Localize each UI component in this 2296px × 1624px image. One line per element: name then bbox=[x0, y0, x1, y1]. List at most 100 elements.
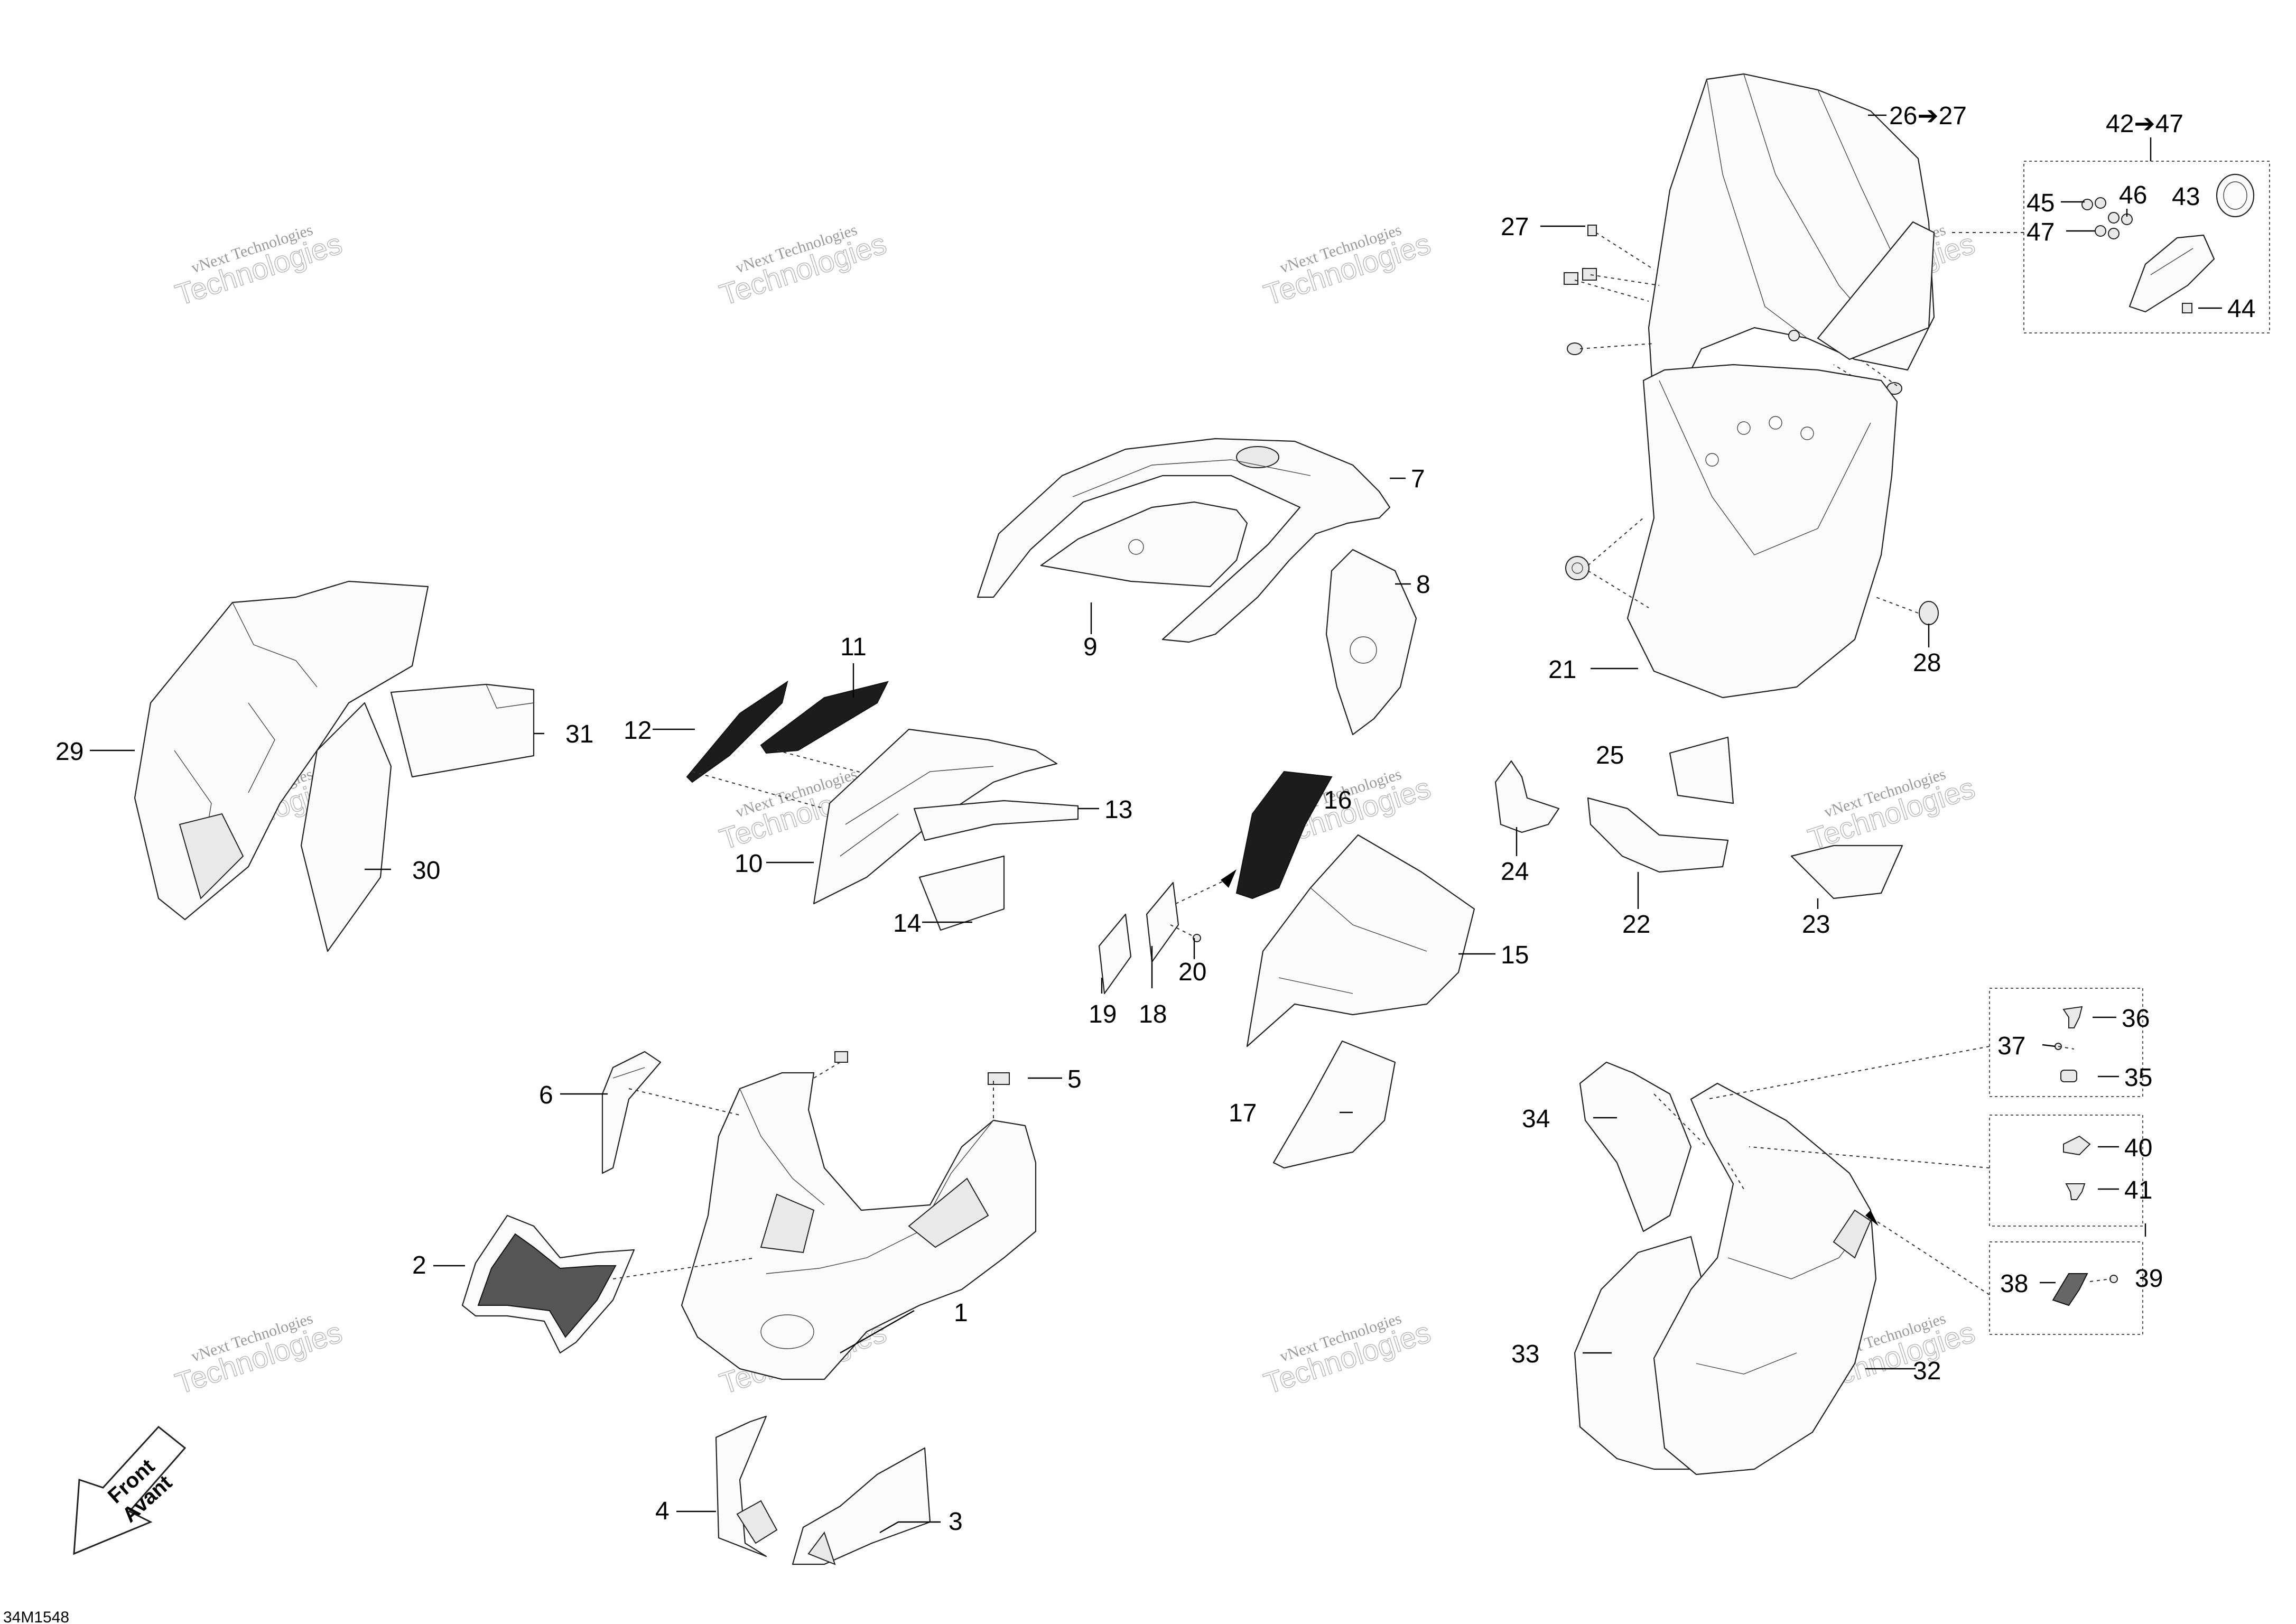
callout-24: 24 bbox=[1501, 858, 1529, 886]
callout-45: 45 bbox=[2027, 189, 2055, 217]
part-3-lower-cover bbox=[792, 1447, 931, 1565]
callout-34: 34 bbox=[1522, 1105, 1550, 1133]
callout-21: 21 bbox=[1548, 656, 1576, 684]
callout-22: 22 bbox=[1622, 911, 1650, 939]
callout-33: 33 bbox=[1511, 1340, 1539, 1368]
part-26-windshield bbox=[1648, 73, 1935, 434]
part-20-rivet bbox=[1193, 934, 1201, 942]
callout-37: 37 bbox=[1997, 1032, 2025, 1060]
front-direction-arrow: Front Avant bbox=[73, 1425, 187, 1555]
callout-5: 5 bbox=[1067, 1065, 1082, 1093]
part-18-plate bbox=[1146, 881, 1179, 963]
part-9-console-liner bbox=[1040, 501, 1248, 588]
fastener-box-38-39 bbox=[1989, 1241, 2143, 1335]
callout-6: 6 bbox=[539, 1081, 553, 1109]
callout-1: 1 bbox=[954, 1299, 968, 1327]
callout-15: 15 bbox=[1501, 941, 1529, 969]
part-5-fasteners bbox=[834, 1051, 1010, 1085]
fastener-box-35-37 bbox=[1989, 988, 2143, 1097]
part-29-side-panel bbox=[134, 580, 429, 921]
part-23-corner-pad bbox=[1790, 845, 1903, 899]
part-40-clip bbox=[2063, 1135, 2091, 1156]
callout-layer: 1 2 3 4 5 6 7 8 9 10 11 12 13 14 15 16 1… bbox=[55, 102, 2255, 1536]
callout-29: 29 bbox=[55, 738, 83, 766]
part-13-trim-strip bbox=[913, 800, 1079, 841]
callout-25: 25 bbox=[1596, 741, 1624, 769]
part-7-top-console bbox=[977, 438, 1391, 643]
arrow-to-part-32 bbox=[1865, 1210, 1879, 1226]
part-39-rivet bbox=[2109, 1275, 2118, 1283]
part-1-front-nose bbox=[681, 1072, 1037, 1380]
part-34-side-bracket bbox=[1579, 1061, 1692, 1232]
callout-12: 12 bbox=[624, 717, 652, 745]
part-41-screw bbox=[2065, 1183, 2086, 1200]
part-14-foam-strip bbox=[918, 855, 1005, 931]
part-25-pad bbox=[1669, 736, 1734, 804]
part-35-nut bbox=[2060, 1070, 2077, 1082]
arrow-to-part-16 bbox=[1221, 869, 1237, 888]
callout-26-27: 26➔27 bbox=[1889, 102, 1967, 130]
part-32-front-side-cowl bbox=[1653, 1082, 1877, 1475]
callout-28: 28 bbox=[1913, 649, 1941, 677]
part-11-mesh-vent bbox=[760, 681, 889, 754]
part-16-mesh-grille bbox=[1235, 771, 1333, 899]
drawing-reference: 34M1548 bbox=[3, 1609, 69, 1624]
callout-32: 32 bbox=[1913, 1357, 1941, 1385]
callout-46: 46 bbox=[2119, 181, 2147, 209]
callout-42-47: 42➔47 bbox=[2106, 110, 2183, 138]
callout-31: 31 bbox=[565, 720, 593, 748]
part-15-lower-shroud bbox=[1246, 834, 1475, 1047]
callout-40: 40 bbox=[2124, 1134, 2152, 1162]
callout-19: 19 bbox=[1089, 1000, 1117, 1028]
callout-41: 41 bbox=[2124, 1176, 2152, 1204]
part-17-lower-trim bbox=[1272, 1040, 1396, 1169]
part-8-side-insert bbox=[1325, 549, 1417, 736]
part-6-bracket bbox=[601, 1051, 662, 1174]
part-19-plate bbox=[1098, 913, 1132, 995]
callout-23: 23 bbox=[1802, 911, 1830, 939]
callout-7: 7 bbox=[1411, 465, 1425, 493]
callout-27: 27 bbox=[1501, 213, 1529, 241]
part-42-mirror-housing bbox=[2128, 234, 2215, 313]
callout-38: 38 bbox=[2000, 1270, 2028, 1298]
part-21-headlight-housing bbox=[1626, 364, 1898, 699]
part-36-screw bbox=[2062, 1006, 2083, 1028]
part-24-bracket bbox=[1494, 760, 1560, 833]
callout-30: 30 bbox=[412, 857, 440, 885]
part-30-side-panel-insert bbox=[300, 702, 392, 952]
callout-39: 39 bbox=[2135, 1265, 2163, 1293]
callout-18: 18 bbox=[1139, 1000, 1167, 1028]
callout-17: 17 bbox=[1229, 1099, 1257, 1127]
part-12-mesh-vent bbox=[686, 680, 788, 783]
callout-11: 11 bbox=[840, 633, 867, 661]
callout-4: 4 bbox=[655, 1497, 670, 1525]
callout-13: 13 bbox=[1104, 796, 1132, 824]
part-31-foam-block bbox=[390, 683, 535, 778]
part-43-mirror-glass bbox=[2216, 173, 2255, 218]
callout-43: 43 bbox=[2172, 183, 2200, 211]
callout-8: 8 bbox=[1416, 571, 1430, 599]
callout-9: 9 bbox=[1083, 633, 1098, 661]
callout-20: 20 bbox=[1178, 958, 1206, 986]
part-28-grommets bbox=[1565, 556, 1939, 625]
callout-14: 14 bbox=[893, 910, 921, 938]
callout-16: 16 bbox=[1324, 786, 1352, 814]
part-2-mesh-intake bbox=[461, 1214, 635, 1354]
mirror-kit-box bbox=[2023, 161, 2270, 333]
callout-3: 3 bbox=[949, 1508, 963, 1536]
callout-35: 35 bbox=[2124, 1064, 2152, 1092]
part-4-lower-cover bbox=[715, 1415, 778, 1557]
part-22-bumper-pad bbox=[1587, 797, 1729, 873]
fastener-box-40-41 bbox=[1989, 1115, 2143, 1227]
part-38-bracket bbox=[2052, 1273, 2088, 1306]
callout-10: 10 bbox=[735, 850, 763, 878]
callout-44: 44 bbox=[2227, 295, 2255, 323]
callout-36: 36 bbox=[2122, 1005, 2150, 1033]
mirror-hardware bbox=[2081, 197, 2192, 313]
